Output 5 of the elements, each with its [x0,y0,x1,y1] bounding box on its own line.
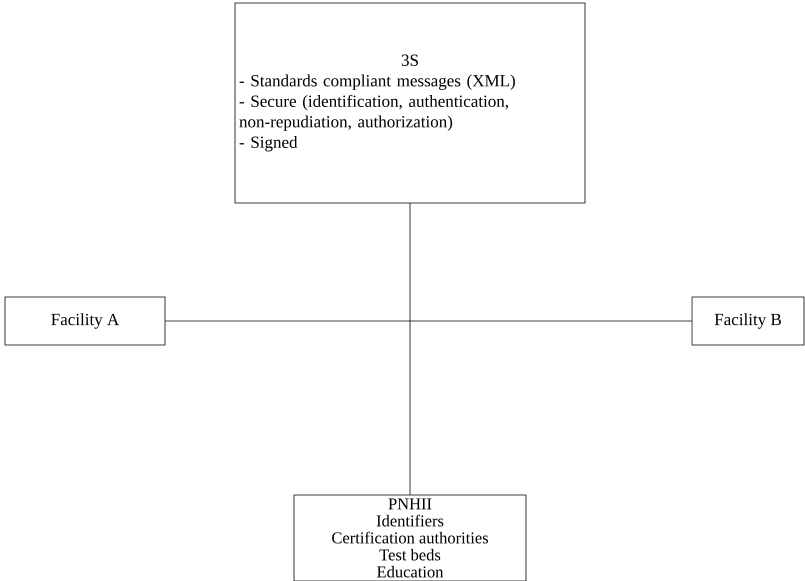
text-box: PNHII Identifiers Certification authorities Test beds Education [294,494,526,581]
connector-line [165,320,692,322]
text-box: Facility B [692,296,804,346]
text-box: 3S - Standards compliant messages (XML) - Secure (identification, authentication, non-repudiation, authorization) - Signed [234,2,586,204]
text-box: Facility A [4,296,166,346]
